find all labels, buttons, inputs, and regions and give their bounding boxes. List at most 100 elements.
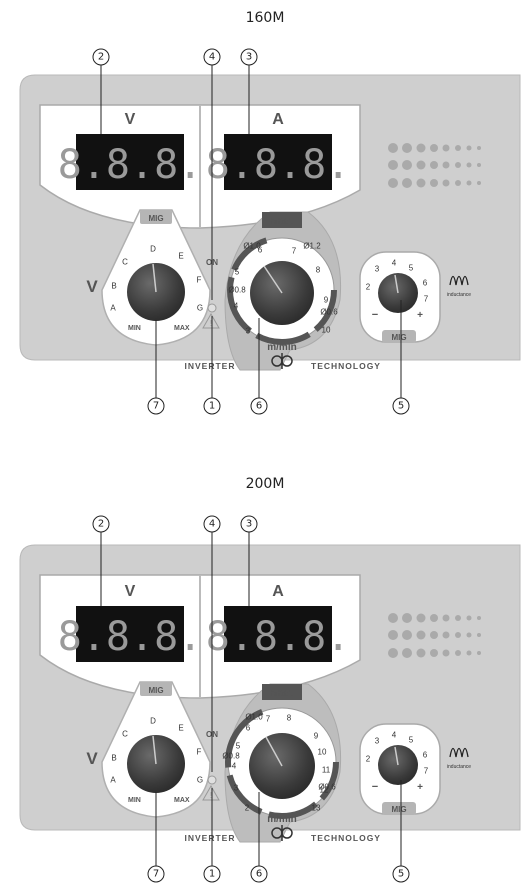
speed-scale-8: 8 <box>316 266 321 275</box>
ind-scale-6: 6 <box>423 279 428 288</box>
wire-size-0-6: Ø0.6 <box>320 308 338 317</box>
vent-holes <box>388 143 481 188</box>
callout-6 <box>250 397 268 415</box>
callout-3 <box>240 515 258 533</box>
svg-text:5: 5 <box>398 401 404 412</box>
inductance-icon <box>449 747 469 758</box>
speed-scale-13: 13 <box>312 804 321 813</box>
wire-size-1-0: Ø1.0 <box>243 242 261 251</box>
mig-max-label: MAX <box>174 797 190 804</box>
mig-voltage-dial[interactable]: MIG A B C D E F G MIN MAX <box>101 681 211 818</box>
amp-display-unit: A <box>272 111 284 128</box>
speed-scale-12: 12 <box>320 786 329 795</box>
warning-icon <box>202 784 220 801</box>
ind-scale-7: 7 <box>424 767 429 776</box>
speed-scale-10: 10 <box>322 326 331 335</box>
vent-holes <box>388 613 481 658</box>
wire-size-1-0: Ø1.0 <box>245 713 263 722</box>
wire-spool-icon <box>271 825 293 841</box>
callout-5 <box>392 865 410 883</box>
callout-5 <box>392 397 410 415</box>
inductance-text: inductance <box>447 764 471 770</box>
speed-scale-10: 10 <box>318 748 327 757</box>
speed-scale-7: 7 <box>292 247 297 256</box>
ind-scale-6: 6 <box>423 751 428 760</box>
svg-text:!: ! <box>210 319 212 328</box>
ind-scale-3: 3 <box>375 265 380 274</box>
callout-2 <box>92 48 110 66</box>
callout-6 <box>250 865 268 883</box>
inductance-text: inductance <box>447 292 471 298</box>
speed-dial-header: MMA <box>271 216 293 226</box>
amp-display-unit: A <box>272 583 284 600</box>
mig-letter-e: E <box>178 724 183 733</box>
svg-text:1: 1 <box>209 401 215 412</box>
mig-letter-f: F <box>197 748 202 757</box>
wire-speed-dial[interactable]: MMA 3 4 5 6 7 8 9 10 Ø1.0 Ø1.2 Ø0.8 Ø0.6… <box>224 211 342 371</box>
callout-7 <box>147 865 165 883</box>
mig-min-label: MIN <box>128 325 141 332</box>
warning-icon <box>202 312 220 329</box>
inductance-minus: − <box>372 309 378 321</box>
speed-scale-5: 5 <box>235 268 240 277</box>
mig-letter-d: D <box>150 717 156 726</box>
speed-scale-4: 4 <box>232 762 237 771</box>
wire-size-0-8: Ø0.8 <box>228 286 246 295</box>
inductance-plus: + <box>417 782 423 793</box>
inverter-label: INVERTER <box>185 361 236 371</box>
mig-side-label: V <box>86 277 98 296</box>
volt-display-readout: 8.8.8. <box>58 142 203 188</box>
mig-letter-g: G <box>197 776 203 785</box>
ind-scale-4: 4 <box>392 259 397 268</box>
inductance-mig-label: MIG <box>391 805 406 814</box>
power-led <box>207 303 217 313</box>
volt-display <box>76 134 184 190</box>
svg-text:4: 4 <box>209 52 215 63</box>
speed-unit: m/min <box>267 814 296 825</box>
ind-scale-7: 7 <box>424 295 429 304</box>
mig-voltage-dial[interactable]: MIG A B C D E F G MIN MAX <box>101 209 211 346</box>
inductance-dial[interactable]: MIG 2 3 4 5 6 7 − + <box>359 723 441 815</box>
callout-4 <box>203 515 221 533</box>
mig-letter-b: B <box>111 754 116 763</box>
technology-label: TECHNOLOGY <box>311 833 381 843</box>
inductance-dial[interactable]: MIG 2 3 4 5 6 7 − + <box>359 251 441 343</box>
svg-text:!: ! <box>210 791 212 800</box>
svg-text:3: 3 <box>246 519 252 530</box>
volt-display-unit: V <box>125 111 136 128</box>
amp-display <box>224 606 332 662</box>
wire-speed-dial[interactable]: MMA 2 3 4 5 6 7 8 9 10 11 12 13 Ø1.0 Ø0.… <box>222 683 342 843</box>
amp-display-readout: 8.8.8. <box>206 142 351 188</box>
svg-text:1: 1 <box>209 869 215 880</box>
wire-spool-icon <box>271 353 293 369</box>
mig-letter-a: A <box>110 304 116 313</box>
mig-letter-e: E <box>178 252 183 261</box>
svg-text:4: 4 <box>209 519 215 530</box>
speed-scale-11: 11 <box>322 766 331 775</box>
mig-letter-b: B <box>111 282 116 291</box>
mig-letter-c: C <box>122 730 128 739</box>
technology-label: TECHNOLOGY <box>311 361 381 371</box>
speed-scale-3: 3 <box>246 327 251 336</box>
power-led <box>207 775 217 785</box>
volt-display-unit: V <box>125 583 136 600</box>
wire-size-1-2: Ø1.2 <box>303 242 321 251</box>
mig-max-label: MAX <box>174 325 190 332</box>
speed-dial-header: MMA <box>271 688 293 698</box>
mig-dial-header: MIG <box>148 686 163 695</box>
amp-display-readout: 8.8.8. <box>206 614 351 660</box>
mig-letter-a: A <box>110 776 116 785</box>
volt-display <box>76 606 184 662</box>
speed-scale-7: 7 <box>266 715 271 724</box>
mig-side-label: V <box>86 749 98 768</box>
ind-scale-2: 2 <box>366 755 371 764</box>
panel-title: 160M <box>246 10 285 26</box>
speed-scale-8: 8 <box>287 714 292 723</box>
speed-scale-2: 2 <box>245 804 250 813</box>
mig-letter-c: C <box>122 258 128 267</box>
mig-min-label: MIN <box>128 797 141 804</box>
speed-scale-9: 9 <box>324 296 329 305</box>
callout-2 <box>92 515 110 533</box>
inductance-plus: + <box>417 310 423 321</box>
